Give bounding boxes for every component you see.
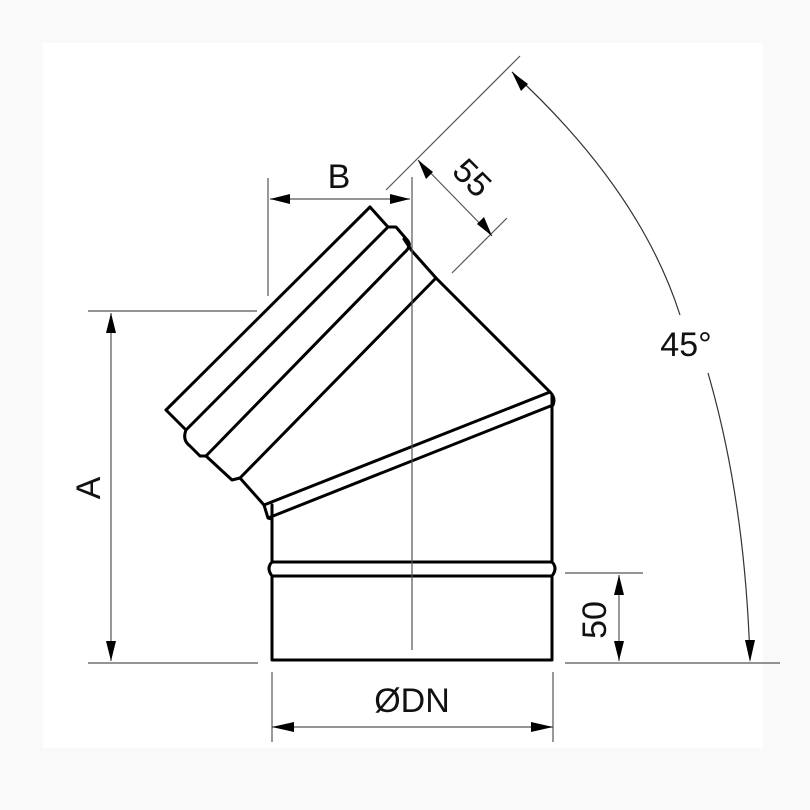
segment-line-3 (184, 225, 390, 432)
upper-section-left (204, 454, 266, 507)
label-b: B (328, 158, 351, 196)
segment-line-2 (204, 251, 406, 458)
label-a: A (70, 476, 108, 499)
elbow-outline (164, 205, 557, 662)
label-angle: 45° (660, 326, 711, 364)
dimension-angle: 45° (511, 71, 755, 662)
upper-section-right (402, 237, 552, 394)
drawing-panel (43, 43, 763, 748)
label-dn: ØDN (374, 682, 450, 720)
dimension-a: A (70, 310, 258, 664)
segment-line-1 (238, 276, 438, 480)
bottom-section (267, 393, 557, 662)
end-cap-left (164, 408, 208, 458)
segment-line-4 (164, 205, 372, 412)
label-55: 55 (445, 151, 499, 205)
dimension-50: 50 (565, 572, 780, 664)
label-50: 50 (576, 601, 614, 639)
end-cap-right (368, 205, 411, 255)
dimension-b: B (267, 158, 410, 296)
dimension-dn: ØDN (271, 672, 554, 742)
